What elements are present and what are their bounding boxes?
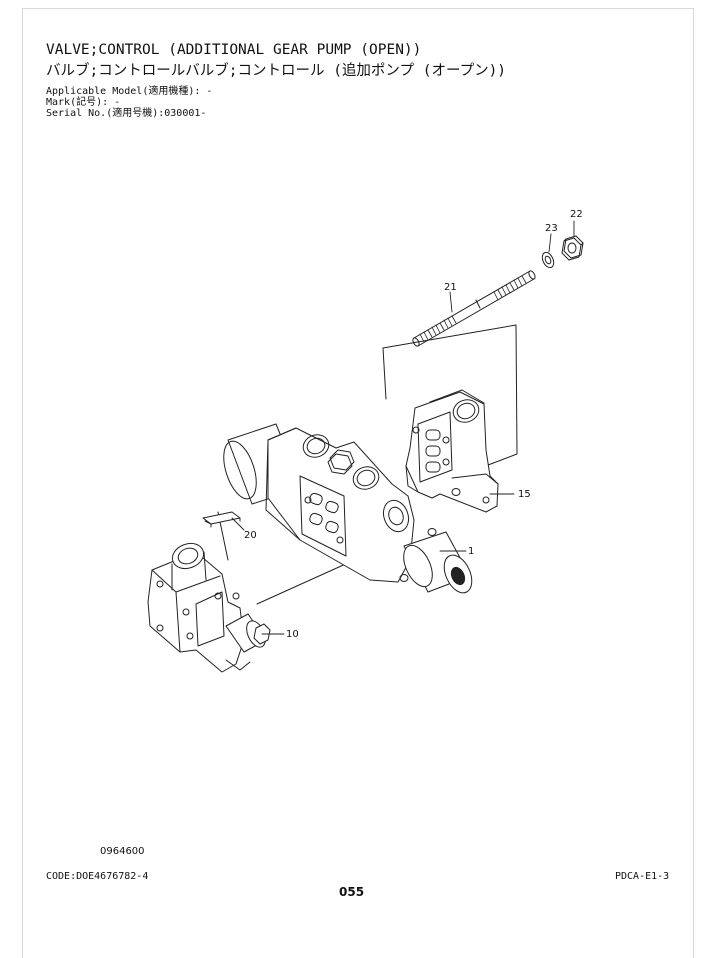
label-part-22: 22 xyxy=(570,209,583,220)
part-20-nameplate xyxy=(202,511,241,528)
mark: Mark(記号): - xyxy=(46,97,121,108)
part-23-washer xyxy=(541,251,555,269)
document-number: 0964600 xyxy=(100,846,145,857)
leader-lines xyxy=(231,220,575,635)
page-frame xyxy=(22,8,694,958)
page-number: 055 xyxy=(339,885,365,899)
part-22-nut xyxy=(561,235,584,261)
label-part-23: 23 xyxy=(545,223,558,234)
part-15-cover xyxy=(405,389,499,513)
applicable-model: Applicable Model(適用機種): - xyxy=(46,86,213,97)
title-japanese: バルブ;コントロールバルブ;コントロール (追加ポンプ (オープン)) xyxy=(46,63,507,79)
label-part-21: 21 xyxy=(444,282,457,293)
part-10-inlet-section xyxy=(147,542,271,673)
title-english: VALVE;CONTROL (ADDITIONAL GEAR PUMP (OPE… xyxy=(46,42,422,58)
label-part-15: 15 xyxy=(518,489,531,500)
code-number: CODE:DOE4676782-4 xyxy=(46,871,149,882)
serial-number: Serial No.(適用号機):030001- xyxy=(46,108,207,119)
section-code: PDCA-E1-3 xyxy=(615,871,670,882)
label-part-20: 20 xyxy=(244,530,257,541)
label-part-10: 10 xyxy=(286,629,299,640)
part-1-valve-body xyxy=(223,423,473,594)
part-21-stud xyxy=(412,270,536,347)
label-part-1: 1 xyxy=(468,546,474,557)
